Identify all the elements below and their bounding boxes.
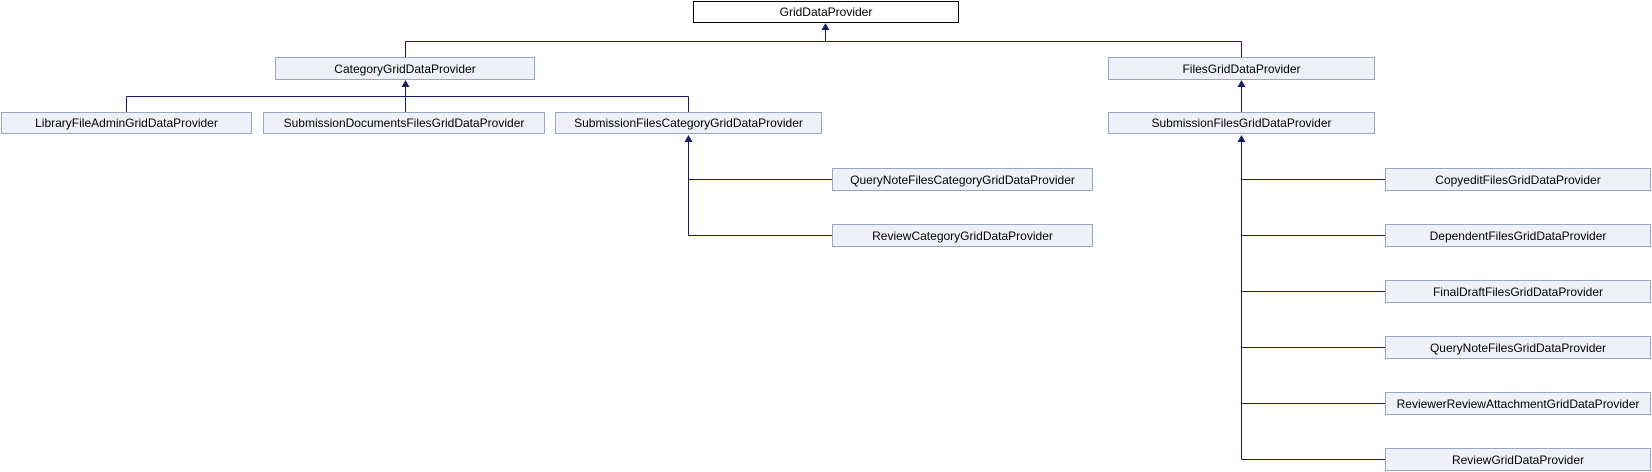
node-query-note-files-grid-data-provider[interactable]: QueryNoteFilesGridDataProvider	[1385, 336, 1651, 359]
node-category-grid-data-provider[interactable]: CategoryGridDataProvider	[275, 57, 535, 80]
node-submission-files-category-grid-data-provider[interactable]: SubmissionFilesCategoryGridDataProvider	[555, 112, 822, 134]
arrowhead-category	[401, 80, 410, 87]
arrowhead-submissionfilescategory	[684, 135, 693, 142]
node-query-note-files-category-grid-data-provider[interactable]: QueryNoteFilesCategoryGridDataProvider	[832, 168, 1093, 191]
node-final-draft-files-grid-data-provider[interactable]: FinalDraftFilesGridDataProvider	[1385, 280, 1651, 303]
node-dependent-files-grid-data-provider[interactable]: DependentFilesGridDataProvider	[1385, 224, 1651, 247]
node-files-grid-data-provider[interactable]: FilesGridDataProvider	[1108, 57, 1375, 80]
node-review-category-grid-data-provider[interactable]: ReviewCategoryGridDataProvider	[832, 224, 1093, 247]
node-submission-files-grid-data-provider[interactable]: SubmissionFilesGridDataProvider	[1108, 112, 1375, 134]
arrowhead-files	[1237, 80, 1246, 87]
node-review-grid-data-provider[interactable]: ReviewGridDataProvider	[1385, 448, 1651, 471]
node-grid-data-provider[interactable]: GridDataProvider	[693, 1, 959, 23]
node-library-file-admin-grid-data-provider[interactable]: LibraryFileAdminGridDataProvider	[1, 112, 252, 134]
node-submission-documents-files-grid-data-provider[interactable]: SubmissionDocumentsFilesGridDataProvider	[263, 112, 545, 134]
node-reviewer-review-attachment-grid-data-provider[interactable]: ReviewerReviewAttachmentGridDataProvider	[1385, 392, 1651, 415]
arrowhead-griddataprovider	[821, 23, 830, 30]
arrowhead-submissionfiles	[1237, 135, 1246, 142]
node-copyedit-files-grid-data-provider[interactable]: CopyeditFilesGridDataProvider	[1385, 168, 1651, 191]
